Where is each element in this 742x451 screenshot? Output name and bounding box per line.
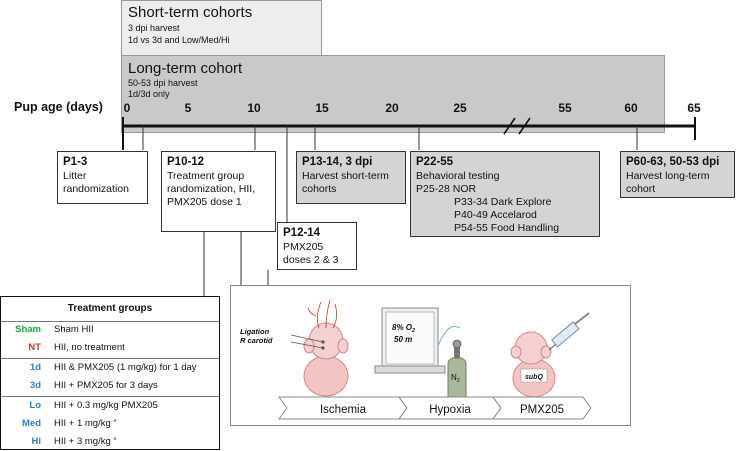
table-divider <box>1 396 219 397</box>
timeline-axis-title: Pup age (days) <box>14 100 103 114</box>
short-term-cohort-band: Short-term cohorts 3 dpi harvest 1d vs 3… <box>121 0 322 64</box>
behavior-test-line: P54-55 Food Handling <box>454 222 560 234</box>
event-line: Treatment group <box>167 170 245 182</box>
step-label-pmx205: PMX205 <box>520 404 564 416</box>
short-term-cohort-groups: 1d vs 3d and Low/Med/Hi <box>128 35 230 45</box>
event-p1-box: P1-3 Litter randomization <box>57 151 148 204</box>
event-line: Litter <box>63 170 87 182</box>
tick-label: 60 <box>624 101 638 115</box>
treatment-desc: HII + PMX205 for 3 days <box>54 380 158 391</box>
nitrogen-label: N2 <box>451 373 460 384</box>
event-title: P60-63, 50-53 dpi <box>626 156 720 168</box>
procedure-illustration: Ligation R carotid 8% O2 50 m N2 subQ <box>230 285 631 426</box>
event-line: Harvest short-term <box>302 170 389 182</box>
event-line: randomization <box>63 183 129 195</box>
carotid-label: R carotid <box>240 336 273 345</box>
treatment-row: Med HII + 1 mg/kg “ <box>1 415 219 433</box>
long-term-cohort-harvest: 50-53 dpi harvest <box>128 78 198 88</box>
event-p10-box: P10-12 Treatment group randomization, HI… <box>161 151 276 232</box>
treatment-desc: HII + 0.3 mg/kg PMX205 <box>54 400 158 411</box>
tick-label: 20 <box>385 101 399 115</box>
treatment-key: 3d <box>29 380 41 391</box>
step-chevrons <box>278 396 592 420</box>
treatment-row: NT HII, no treatment <box>1 339 219 357</box>
treatment-key: NT <box>28 342 41 353</box>
ligation-label: Ligation <box>240 327 270 336</box>
event-line: cohorts <box>302 183 337 195</box>
tick-label: 65 <box>687 101 701 115</box>
treatment-row: Hi HII + 3 mg/kg “ <box>1 433 219 451</box>
tick-label: 55 <box>558 101 572 115</box>
event-line: randomization, HII, <box>167 183 256 195</box>
treatment-desc: HII, no treatment <box>54 342 125 353</box>
event-title: P1-3 <box>63 156 88 168</box>
treatment-desc: HII & PMX205 (1 mg/kg) for 1 day <box>54 362 197 373</box>
event-p60-box: P60-63, 50-53 dpi Harvest long-term coho… <box>620 151 735 198</box>
step-label-hypoxia: Hypoxia <box>429 404 471 416</box>
hypoxia-duration-label: 50 m <box>394 335 412 344</box>
treatment-key: Med <box>22 418 41 429</box>
table-divider <box>1 321 219 322</box>
treatment-row: 1d HII & PMX205 (1 mg/kg) for 1 day <box>1 359 219 377</box>
treatment-row: 3d HII + PMX205 for 3 days <box>1 377 219 395</box>
syringe-icon <box>548 312 590 351</box>
treatment-key: Sham <box>15 324 41 335</box>
pup-ischemia-icon <box>290 299 349 397</box>
treatment-key: 1d <box>29 362 41 373</box>
tick-label: 15 <box>315 101 329 115</box>
procedure-illustration-drawing: Ligation R carotid 8% O2 50 m N2 subQ <box>240 299 592 420</box>
oxygen-level-label: 8% O2 <box>392 323 415 334</box>
event-line: PMX205 dose 1 <box>167 196 242 208</box>
event-line: Behavioral testing <box>416 170 500 182</box>
short-term-cohort-title: Short-term cohorts <box>128 4 253 21</box>
short-term-cohort-harvest: 3 dpi harvest <box>128 23 180 33</box>
tick-label: 10 <box>247 101 261 115</box>
event-line: doses 2 & 3 <box>283 254 339 266</box>
behavior-test-line: P33-34 Dark Explore <box>454 196 552 208</box>
event-p13-box: P13-14, 3 dpi Harvest short-term cohorts <box>296 151 406 204</box>
long-term-cohort-band: Long-term cohort 50-53 dpi harvest 1d/3d… <box>121 55 665 133</box>
event-p12-box: P12-14 PMX205 doses 2 & 3 <box>277 222 357 270</box>
long-term-cohort-groups: 1d/3d only <box>128 89 170 99</box>
event-line: P25-28 NOR <box>416 183 477 195</box>
event-line: Harvest long-term <box>626 170 710 182</box>
hypoxia-chamber-icon <box>374 307 461 374</box>
event-line: cohort <box>626 183 656 195</box>
tick-label: 0 <box>123 101 131 115</box>
event-title: P10-12 <box>167 156 205 168</box>
subq-label: subQ <box>525 374 543 381</box>
event-title: P12-14 <box>283 227 321 239</box>
treatment-key: Hi <box>31 436 42 447</box>
event-title: P22-55 <box>416 156 454 168</box>
event-title: P13-14, 3 dpi <box>302 156 373 168</box>
treatment-groups-table: Treatment groups Sham Sham HII NT HII, n… <box>0 296 220 450</box>
pup-injection-icon <box>510 331 556 398</box>
tick-label: 25 <box>453 101 467 115</box>
treatment-row: Lo HII + 0.3 mg/kg PMX205 <box>1 397 219 415</box>
table-divider <box>1 358 219 359</box>
treatment-groups-title: Treatment groups <box>67 303 153 314</box>
treatment-desc: Sham HII <box>54 324 94 335</box>
treatment-desc: HII + 1 mg/kg “ <box>54 418 117 429</box>
treatment-row: Sham Sham HII <box>1 321 219 339</box>
event-p22-box: P22-55 Behavioral testing P25-28 NOR P33… <box>410 151 600 237</box>
treatment-key: Lo <box>29 400 41 411</box>
tick-label: 5 <box>184 101 192 115</box>
axis-break-icon <box>503 117 531 135</box>
behavior-test-line: P40-49 Accelarod <box>454 209 537 221</box>
step-label-ischemia: Ischemia <box>320 404 367 416</box>
event-line: PMX205 <box>283 241 324 253</box>
long-term-cohort-title: Long-term cohort <box>128 60 243 77</box>
gas-cylinder-icon <box>447 339 467 403</box>
treatment-desc: HII + 3 mg/kg “ <box>54 436 117 447</box>
step-chevron <box>492 396 592 420</box>
